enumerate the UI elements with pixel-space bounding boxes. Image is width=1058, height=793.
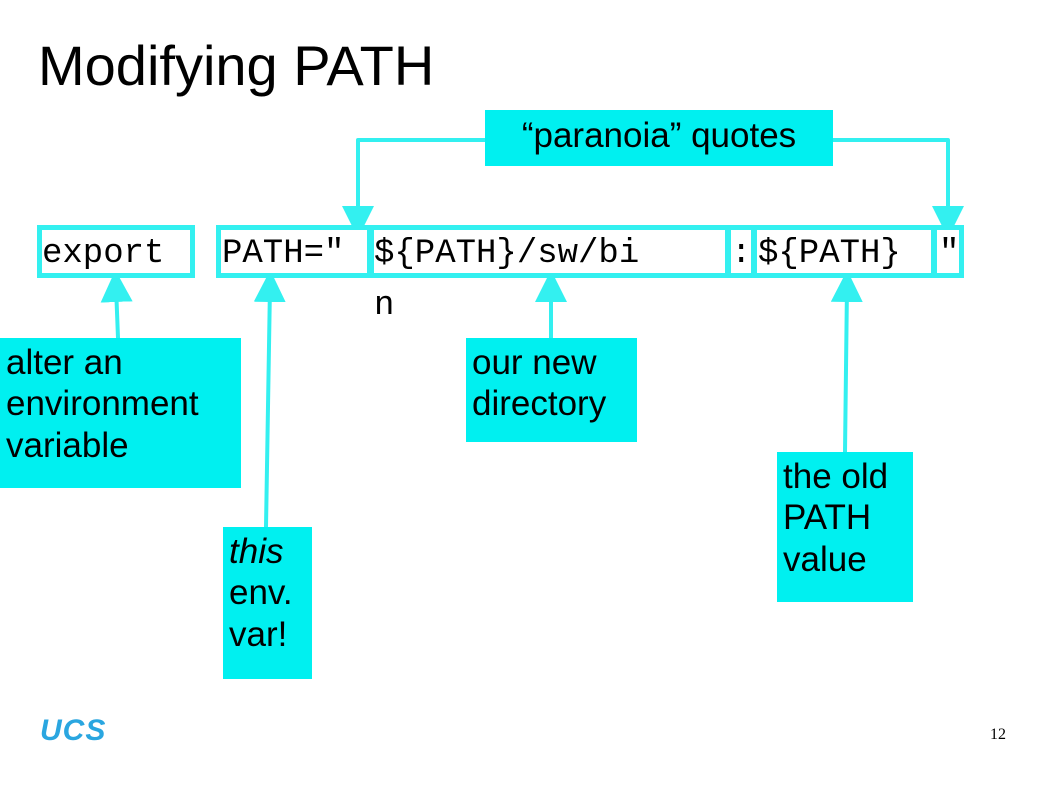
new-dir-callout-line: our new	[472, 343, 597, 382]
close-quote-box	[932, 225, 964, 278]
this-var-callout-line: env.	[229, 573, 293, 613]
old-path-callout-line: PATH	[783, 498, 872, 538]
this-var-arrow	[253, 270, 286, 529]
alter-arrow	[100, 270, 133, 340]
new-dir-callout-line: directory	[472, 384, 607, 424]
new-dir-text-line1: ${PATH}/sw/bi	[374, 235, 640, 273]
old-path-text: ${PATH}	[758, 235, 901, 273]
paranoia-arrow-left	[342, 138, 487, 238]
new-dir-box	[369, 225, 730, 278]
colon-text: :	[731, 235, 752, 273]
export-keyword: export	[42, 235, 165, 273]
new-dir-callout: our new directory	[466, 338, 637, 442]
path-assign-box	[216, 225, 372, 278]
alter-callout-line: alter an	[6, 343, 123, 382]
alter-callout: alter an environment variable	[0, 338, 241, 488]
this-var-callout: this env. var!	[223, 527, 312, 679]
this-var-callout-line: this	[229, 532, 284, 571]
slide-title: Modifying PATH	[38, 34, 435, 97]
old-path-callout-line: the old	[783, 457, 889, 496]
path-assign-text: PATH="	[222, 235, 345, 273]
new-dir-text-line2: n	[374, 287, 395, 325]
old-path-arrow	[830, 270, 863, 454]
old-path-callout-line: value	[783, 539, 867, 579]
alter-callout-line: environment	[6, 384, 199, 424]
close-quote-text: "	[939, 235, 960, 273]
paranoia-callout: “paranoia” quotes	[485, 110, 833, 166]
old-path-box	[752, 225, 936, 278]
page-number: 12	[990, 726, 1006, 743]
old-path-callout: the old PATH value	[777, 452, 913, 602]
this-var-callout-line: var!	[229, 614, 288, 654]
ucs-logo: UCS	[40, 714, 107, 747]
alter-callout-line: variable	[6, 425, 129, 465]
paranoia-arrow-right	[831, 138, 964, 238]
export-box	[37, 225, 195, 278]
